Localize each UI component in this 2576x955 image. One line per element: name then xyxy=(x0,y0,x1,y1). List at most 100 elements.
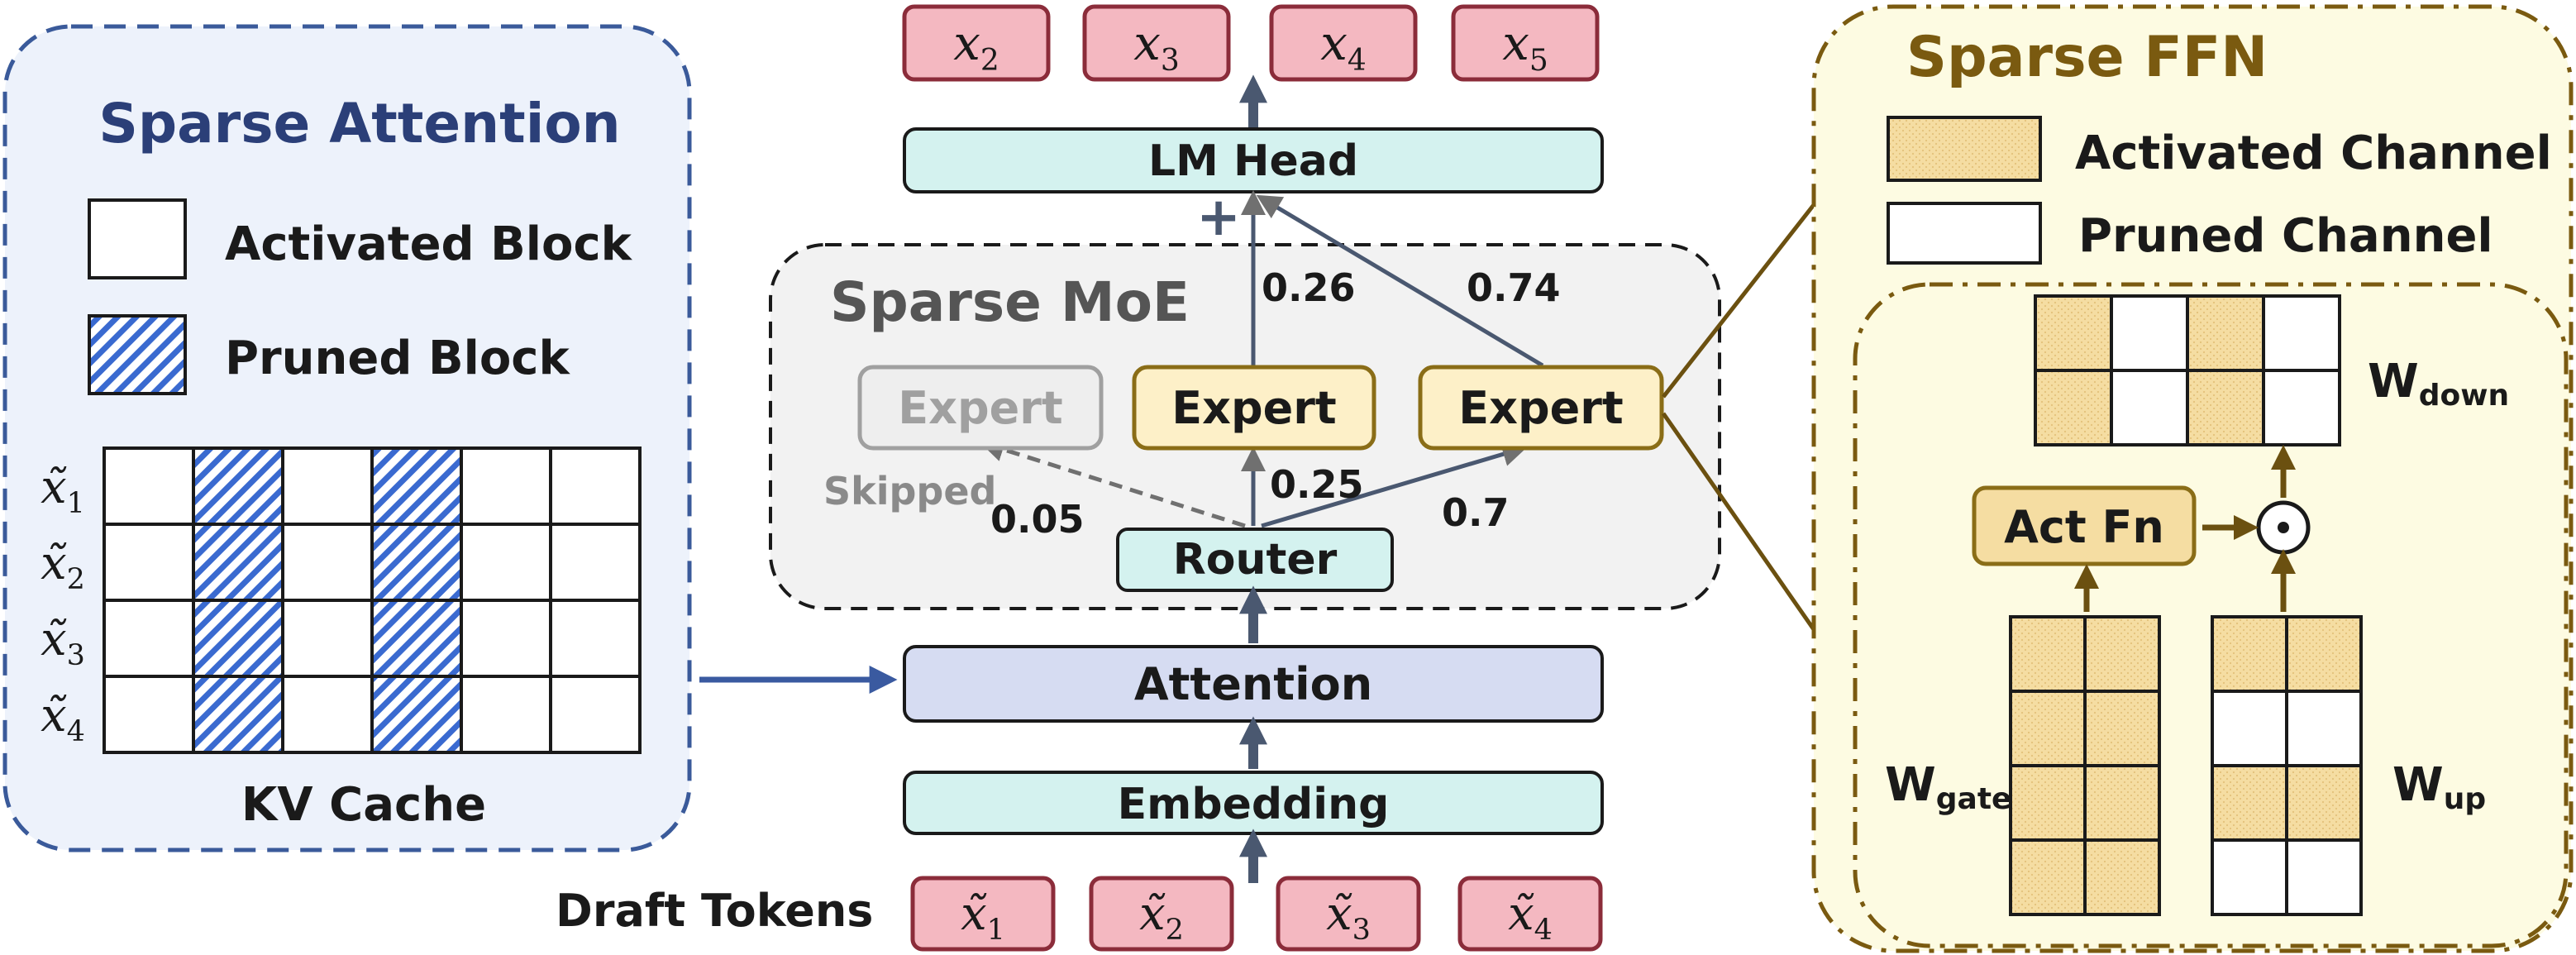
draft-token-label: x̃4 xyxy=(1508,887,1553,947)
draft-tokens-label: Draft Tokens xyxy=(556,885,873,937)
w-gate-label: Wgate xyxy=(1885,758,2011,816)
kv-block-activated xyxy=(549,599,642,678)
sparse-attention-panel: Sparse Attention Activated Block Pruned … xyxy=(2,24,692,852)
legend-pruned-channel-label: Pruned Channel xyxy=(2078,209,2493,263)
w-down-label: Wdown xyxy=(2368,355,2509,413)
w-up-activated-cell xyxy=(2285,764,2363,842)
w-gate-activated-cell xyxy=(2083,690,2161,767)
w-up-activated-cell xyxy=(2211,615,2288,693)
sparse-moe-title: Sparse MoE xyxy=(830,270,1190,334)
kv-block-activated xyxy=(281,446,374,526)
router-to-skipped-arrow xyxy=(979,437,1246,528)
expert-2-box xyxy=(1418,365,1664,451)
draft-token-box xyxy=(1276,876,1421,952)
draft-token-box xyxy=(1089,876,1234,952)
sparse-moe-block: Sparse MoE + Expert Expert Expert Router… xyxy=(769,187,1721,610)
lm-head-label: LM Head xyxy=(1148,136,1358,186)
output-token-label-var: x xyxy=(1133,15,1161,71)
w-down-pruned-cell xyxy=(2110,294,2189,372)
embedding-block: Embedding xyxy=(903,771,1604,835)
weight-expert-1: 0.25 xyxy=(1270,462,1364,507)
output-token-label: x5 xyxy=(1502,15,1548,78)
embedding-label: Embedding xyxy=(1118,780,1390,829)
w-up-matrix xyxy=(2211,615,2363,916)
output-token-label-sub: 4 xyxy=(1348,44,1367,78)
w-gate-activated-cell xyxy=(2009,764,2087,842)
output-token-box xyxy=(902,4,1051,82)
kv-row-label: x̃3 xyxy=(41,613,85,672)
kv-cache-grid xyxy=(103,446,642,754)
kv-block-activated xyxy=(103,675,195,754)
legend-activated-channel-label: Activated Channel xyxy=(2075,127,2552,180)
expert-skipped-box xyxy=(857,365,1104,451)
w-up-pruned-cell xyxy=(2285,690,2363,767)
expert2-to-lmhead-arrow xyxy=(1256,194,1544,368)
kv-block-activated xyxy=(549,523,642,602)
kv-block-pruned xyxy=(192,446,284,526)
kv-block-pruned xyxy=(192,675,284,754)
kv-block-activated xyxy=(549,675,642,754)
output-token-label-sub: 2 xyxy=(980,44,999,78)
legend-activated-label: Activated Block xyxy=(225,217,633,271)
draft-token-box xyxy=(910,876,1056,952)
output-token-box xyxy=(1451,4,1600,82)
legend-activated-channel-swatch xyxy=(1887,116,2042,182)
w-down-activated-cell xyxy=(2186,294,2265,372)
sparse-ffn-panel: Sparse FFN Activated Channel Pruned Chan… xyxy=(1811,4,2574,953)
kv-cache-caption: KV Cache xyxy=(241,778,486,832)
kv-block-activated xyxy=(281,599,374,678)
kv-row-label: x̃4 xyxy=(41,689,85,748)
kv-block-activated xyxy=(460,446,552,526)
legend-pruned-channel-swatch xyxy=(1887,202,2042,265)
draft-token-label-sub: 2 xyxy=(1166,914,1184,947)
kv-block-activated xyxy=(103,446,195,526)
output-token-label-sub: 5 xyxy=(1529,44,1548,78)
kv-block-activated xyxy=(460,675,552,754)
draft-token-box xyxy=(1457,876,1603,952)
w-down-sub: down xyxy=(2419,379,2509,413)
kv-row-label: x̃2 xyxy=(41,537,85,596)
plus-sign: + xyxy=(1196,187,1241,248)
output-token-label-sub: 3 xyxy=(1161,44,1180,78)
kv-row-label-var: x̃ xyxy=(41,689,67,743)
w-gate-matrix xyxy=(2009,615,2161,916)
w-gate-activated-cell xyxy=(2009,615,2087,693)
kv-block-pruned xyxy=(370,599,463,678)
expert-to-ffn-upper-line xyxy=(1662,197,1820,399)
kv-row-label-sub: 2 xyxy=(67,563,85,596)
kv-block-pruned xyxy=(192,599,284,678)
w-up-label: Wup xyxy=(2392,758,2486,816)
kv-row-label-sub: 1 xyxy=(67,487,85,520)
w-up-activated-cell xyxy=(2285,615,2363,693)
draft-token-label: x̃3 xyxy=(1326,887,1371,947)
output-token-label-var: x xyxy=(1502,15,1529,71)
w-down-pruned-cell xyxy=(2262,369,2341,446)
w-up-pruned-cell xyxy=(2285,838,2363,916)
attention-label: Attention xyxy=(1134,658,1372,710)
kv-block-activated xyxy=(460,523,552,602)
kv-block-activated xyxy=(549,446,642,526)
draft-token-label-sub: 3 xyxy=(1352,914,1371,947)
kv-block-pruned xyxy=(370,446,463,526)
kv-block-pruned xyxy=(192,523,284,602)
output-token-label-var: x xyxy=(1320,15,1348,71)
sparse-attention-title: Sparse Attention xyxy=(98,92,620,155)
draft-token-label-var: x̃ xyxy=(961,887,987,941)
kv-row-label: x̃1 xyxy=(41,461,85,520)
draft-token-label-var: x̃ xyxy=(1508,887,1534,941)
kv-row-label-var: x̃ xyxy=(41,461,67,514)
w-down-pruned-cell xyxy=(2262,294,2341,372)
kv-block-activated xyxy=(103,599,195,678)
w-down-pruned-cell xyxy=(2110,369,2189,446)
kv-block-activated xyxy=(460,599,552,678)
kv-row-label-sub: 4 xyxy=(67,715,85,748)
out-weight-1: 0.26 xyxy=(1262,265,1356,310)
expert-1-label: Expert xyxy=(1171,382,1336,434)
output-token-label: x3 xyxy=(1133,15,1180,78)
w-down-activated-cell xyxy=(2034,369,2113,446)
w-gate-activated-cell xyxy=(2083,838,2161,916)
w-down-activated-cell xyxy=(2186,369,2265,446)
legend-activated-swatch xyxy=(88,198,187,279)
